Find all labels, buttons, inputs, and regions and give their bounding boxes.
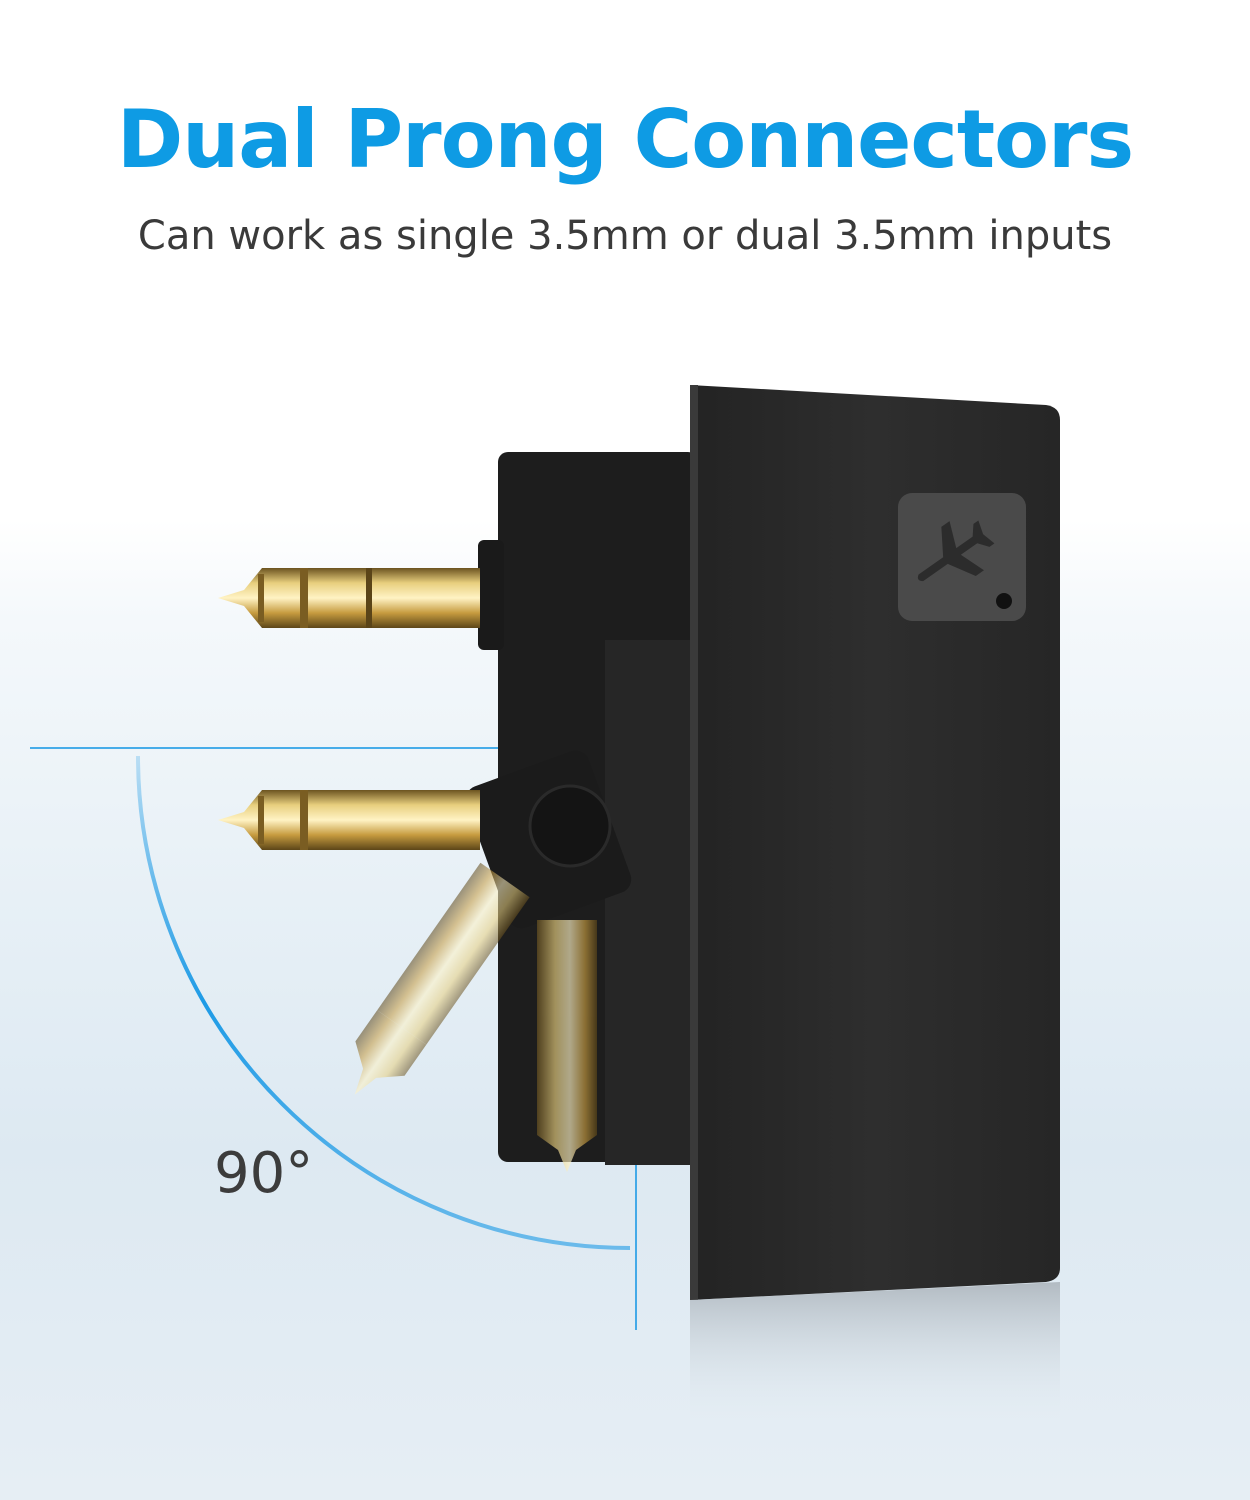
airplane-icon: [917, 520, 995, 582]
status-led-dot: [996, 593, 1012, 609]
lower-audio-plug: [218, 790, 480, 850]
page-title: Dual Prong Connectors: [116, 93, 1134, 186]
adapter-reflection: [690, 1282, 1060, 1420]
ghost-plug-45deg: [354, 862, 530, 1095]
rotation-angle-label: 90°: [214, 1141, 314, 1206]
rotation-arc: [136, 755, 631, 1250]
upper-audio-plug: [218, 568, 480, 628]
upper-jack-collar: [478, 540, 504, 650]
page-subtitle: Can work as single 3.5mm or dual 3.5mm i…: [137, 213, 1113, 259]
ghost-plug-90deg: [537, 920, 597, 1172]
